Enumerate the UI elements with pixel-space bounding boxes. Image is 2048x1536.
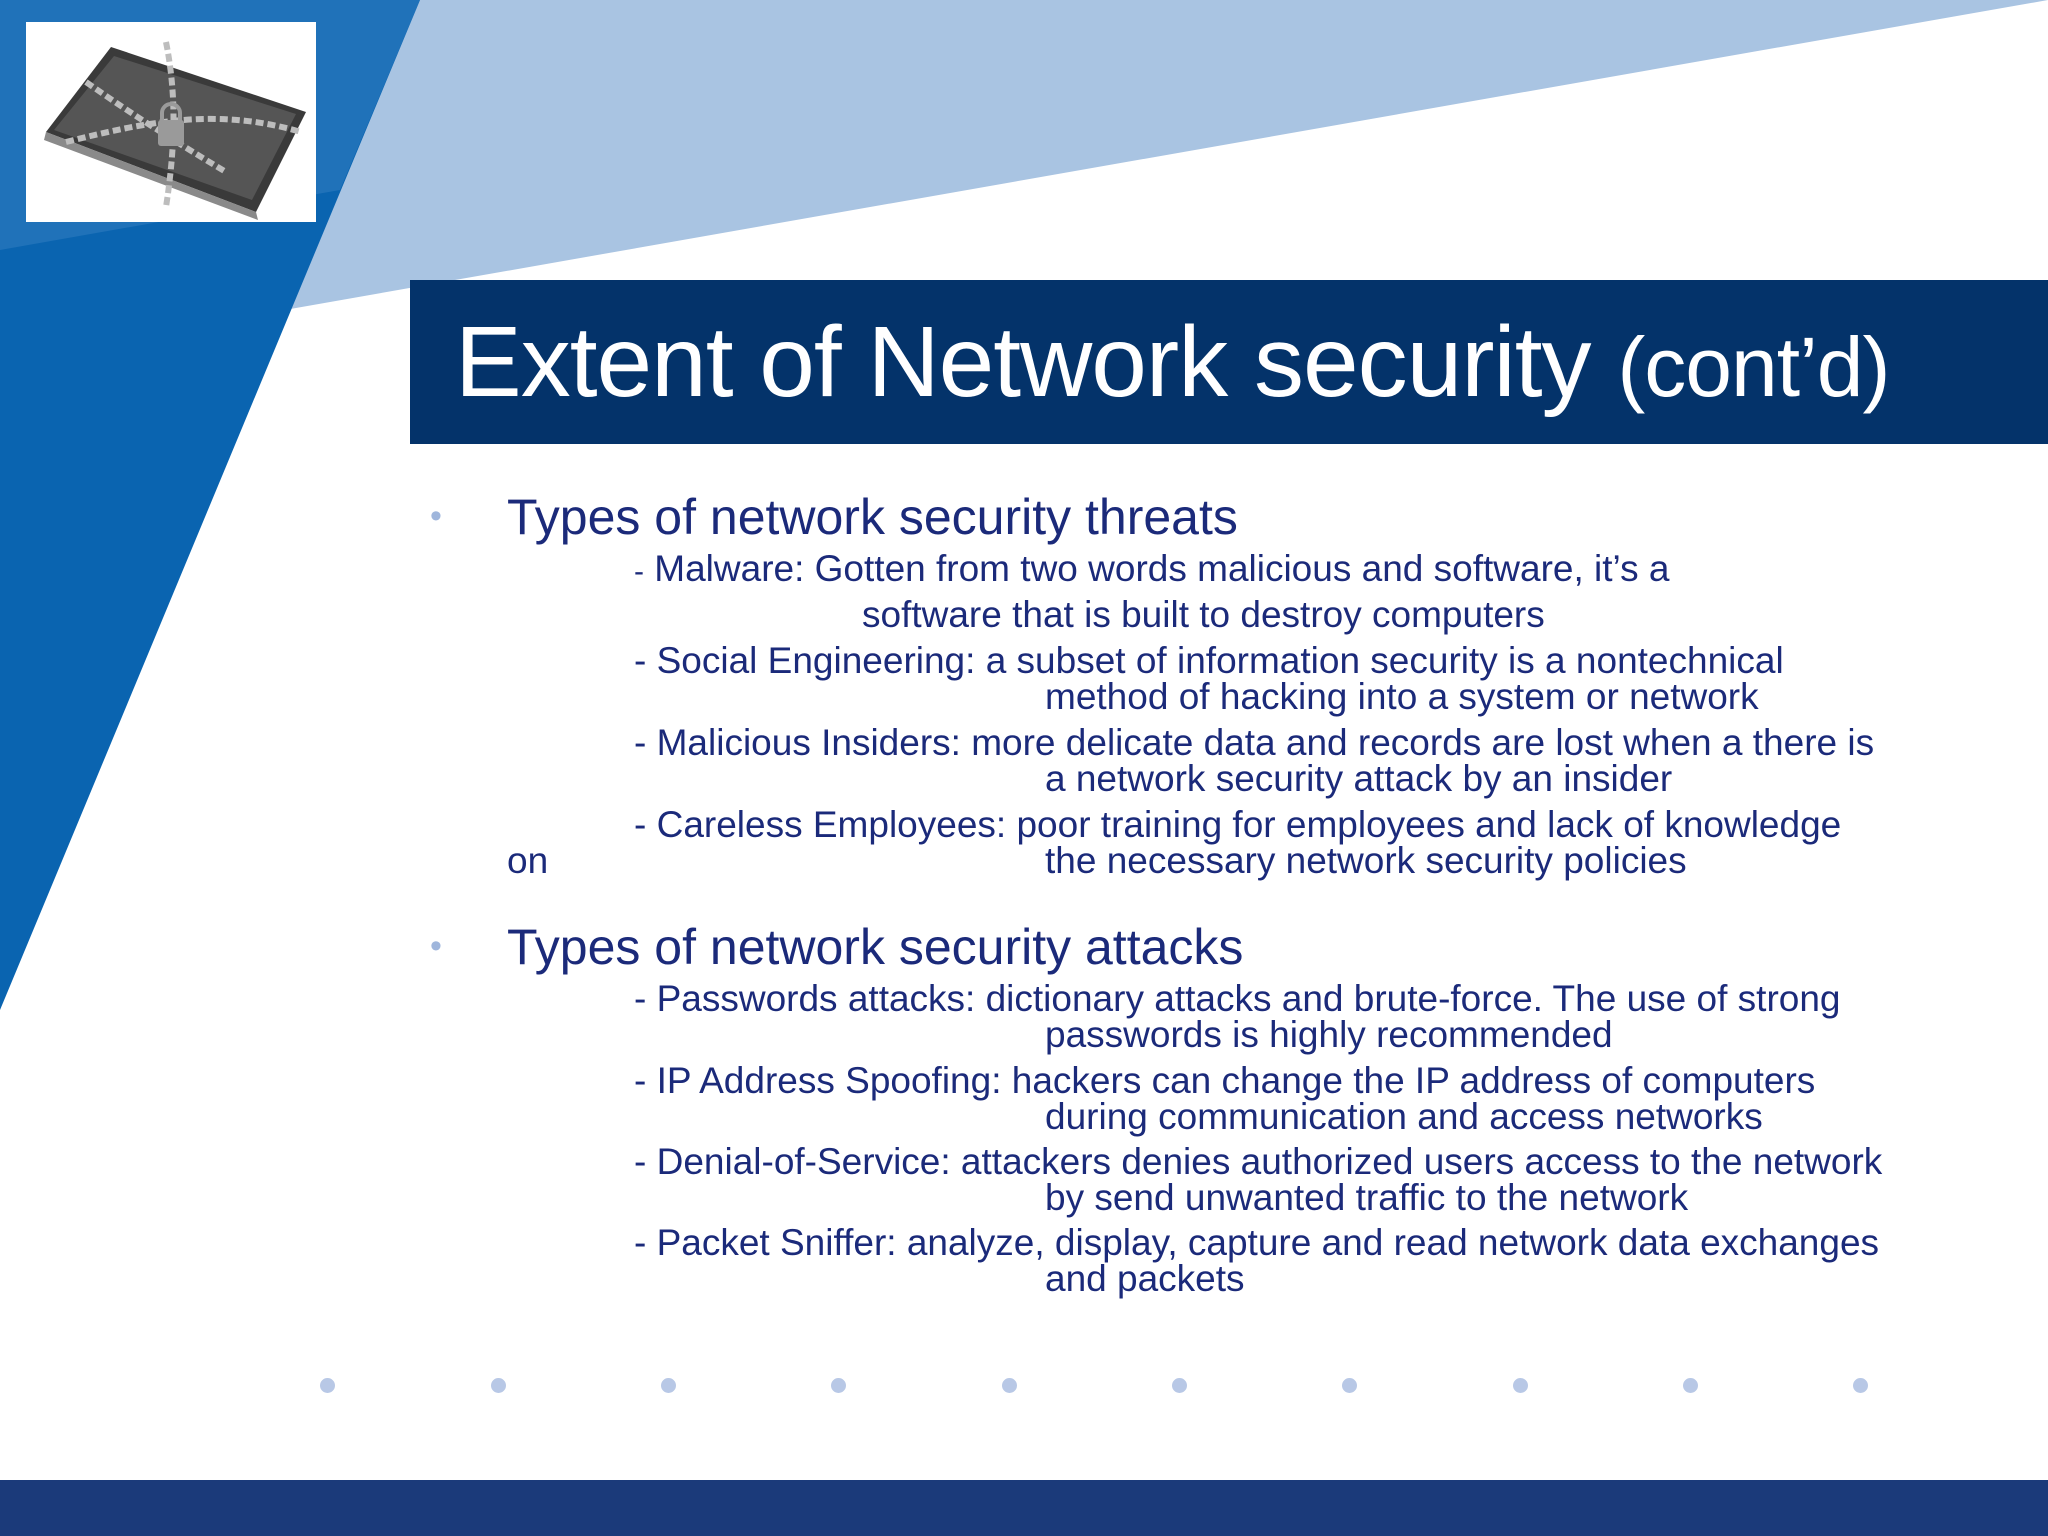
light-blue-wedge	[0, 0, 2048, 360]
threat-careless-employees-line1: - Careless Employees: poor training for …	[634, 804, 1842, 845]
threat-social-engineering-line2: method of hacking into a system or netwo…	[1045, 676, 1759, 717]
slide-title-main: Extent of Network security	[455, 306, 1592, 418]
attack-ip-spoofing-line1: - IP Address Spoofing: hackers can chang…	[634, 1060, 1816, 1101]
attack-ip-spoofing-line2: during communication and access networks	[1045, 1096, 1763, 1137]
threat-social-engineering-line1: - Social Engineering: a subset of inform…	[634, 640, 1784, 681]
decorative-dot	[1002, 1378, 1017, 1393]
decorative-dot	[320, 1378, 335, 1393]
decorative-dot	[491, 1378, 506, 1393]
bullet-icon: •	[430, 497, 442, 535]
threat-malware-line2: software that is built to destroy comput…	[862, 594, 1545, 635]
decorative-dot	[831, 1378, 846, 1393]
attack-dos-line1: - Denial-of-Service: attackers denies au…	[634, 1141, 1883, 1182]
title-bar	[410, 280, 2048, 444]
padlocked-laptop-icon	[44, 41, 306, 220]
threat-careless-employees-prefix: on	[507, 840, 549, 881]
attack-packet-sniffer-line1: - Packet Sniffer: analyze, display, capt…	[634, 1222, 1880, 1263]
attack-packet-sniffer-line2: and packets	[1045, 1258, 1245, 1299]
decorative-dot	[1683, 1378, 1698, 1393]
slide-title-suffix: (cont’d)	[1617, 320, 1890, 414]
decorative-dot	[1853, 1378, 1868, 1393]
threat-malware-line1: - Malware: Gotten from two words malicio…	[634, 548, 1670, 589]
slide-title: Extent of Network security (cont’d)	[455, 306, 1890, 423]
decorative-dot	[661, 1378, 676, 1393]
footer-bar	[0, 1480, 2048, 1536]
bullet-icon: •	[430, 927, 442, 965]
threat-malicious-insiders-line1: - Malicious Insiders: more delicate data…	[634, 722, 1875, 763]
attack-dos-line2: by send unwanted traffic to the network	[1045, 1177, 1689, 1218]
section-heading-attacks: Types of network security attacks	[507, 919, 1244, 975]
attack-passwords-line1: - Passwords attacks: dictionary attacks …	[634, 978, 1841, 1019]
decorative-dot	[1172, 1378, 1187, 1393]
threat-malicious-insiders-line2: a network security attack by an insider	[1045, 758, 1673, 799]
dark-blue-wedge	[0, 0, 420, 1010]
section-heading-threats: Types of network security threats	[507, 489, 1238, 545]
threat-careless-employees-line2: the necessary network security policies	[1045, 840, 1687, 881]
decorative-dot	[1342, 1378, 1357, 1393]
logo	[26, 22, 316, 222]
decorative-dot	[1513, 1378, 1528, 1393]
attack-passwords-line2: passwords is highly recommended	[1045, 1014, 1613, 1055]
